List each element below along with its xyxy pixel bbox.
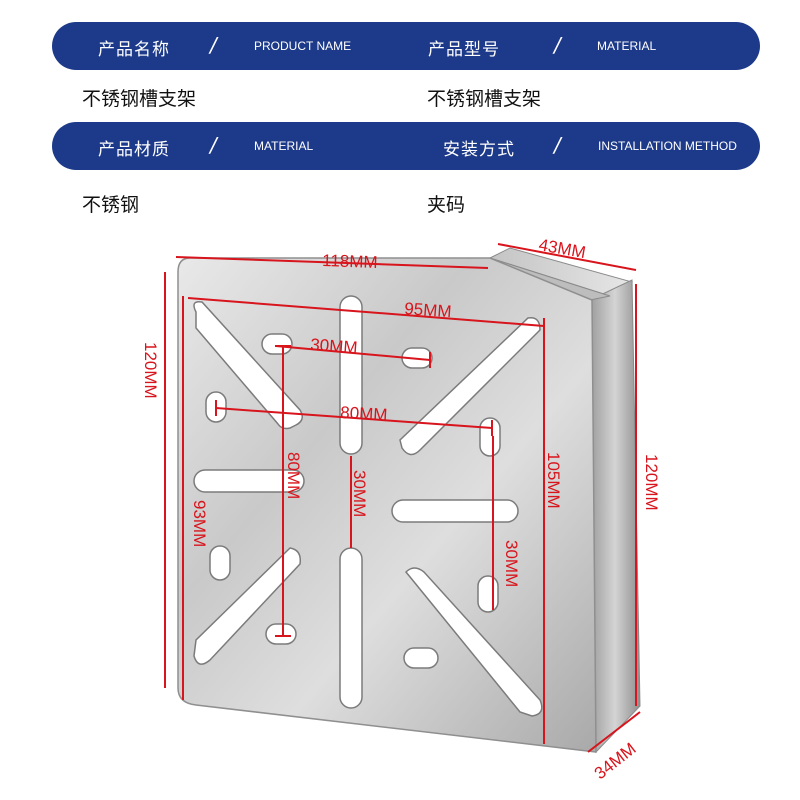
dim-93mm: 93MM (190, 500, 209, 547)
product-model-value: 不锈钢槽支架 (427, 88, 542, 110)
dim-30mm-right: 30MM (502, 540, 521, 587)
installation-label: 安装方式 (443, 140, 515, 160)
dim-80mm-vertical: 80MM (284, 452, 303, 499)
side-flange (589, 279, 641, 754)
product-model-label: 产品型号 (428, 40, 500, 60)
installation-label-en: INSTALLATION METHOD (598, 139, 737, 153)
spec-header-row-1: 产品名称 / PRODUCT NAME 产品型号 / MATERIAL (52, 22, 760, 70)
product-name-value: 不锈钢槽支架 (82, 88, 197, 110)
dim-95mm: 95MM (404, 299, 452, 321)
dimension-lines (164, 243, 641, 753)
installation-value: 夹码 (427, 194, 466, 216)
dim-120mm-right: 120MM (642, 454, 661, 511)
material-label-en: MATERIAL (254, 139, 314, 153)
spec-header-row-2: 产品材质 / MATERIAL 安装方式 / INSTALLATION METH… (52, 122, 760, 170)
material-value: 不锈钢 (82, 194, 140, 216)
separator: / (210, 33, 217, 57)
separator: / (210, 133, 217, 157)
dim-105mm: 105MM (544, 452, 563, 509)
dim-120mm-left: 120MM (141, 342, 160, 399)
dim-30mm-center: 30MM (350, 470, 369, 517)
dim-118mm: 118MM (322, 251, 378, 272)
product-model-label-en: MATERIAL (597, 39, 657, 53)
dim-30mm-top: 30MM (310, 335, 358, 357)
material-label: 产品材质 (98, 140, 170, 160)
separator: / (554, 33, 561, 57)
product-name-label: 产品名称 (98, 40, 170, 60)
dim-80mm-horizontal: 80MM (340, 403, 388, 424)
product-name-label-en: PRODUCT NAME (254, 39, 352, 53)
separator: / (554, 133, 561, 157)
